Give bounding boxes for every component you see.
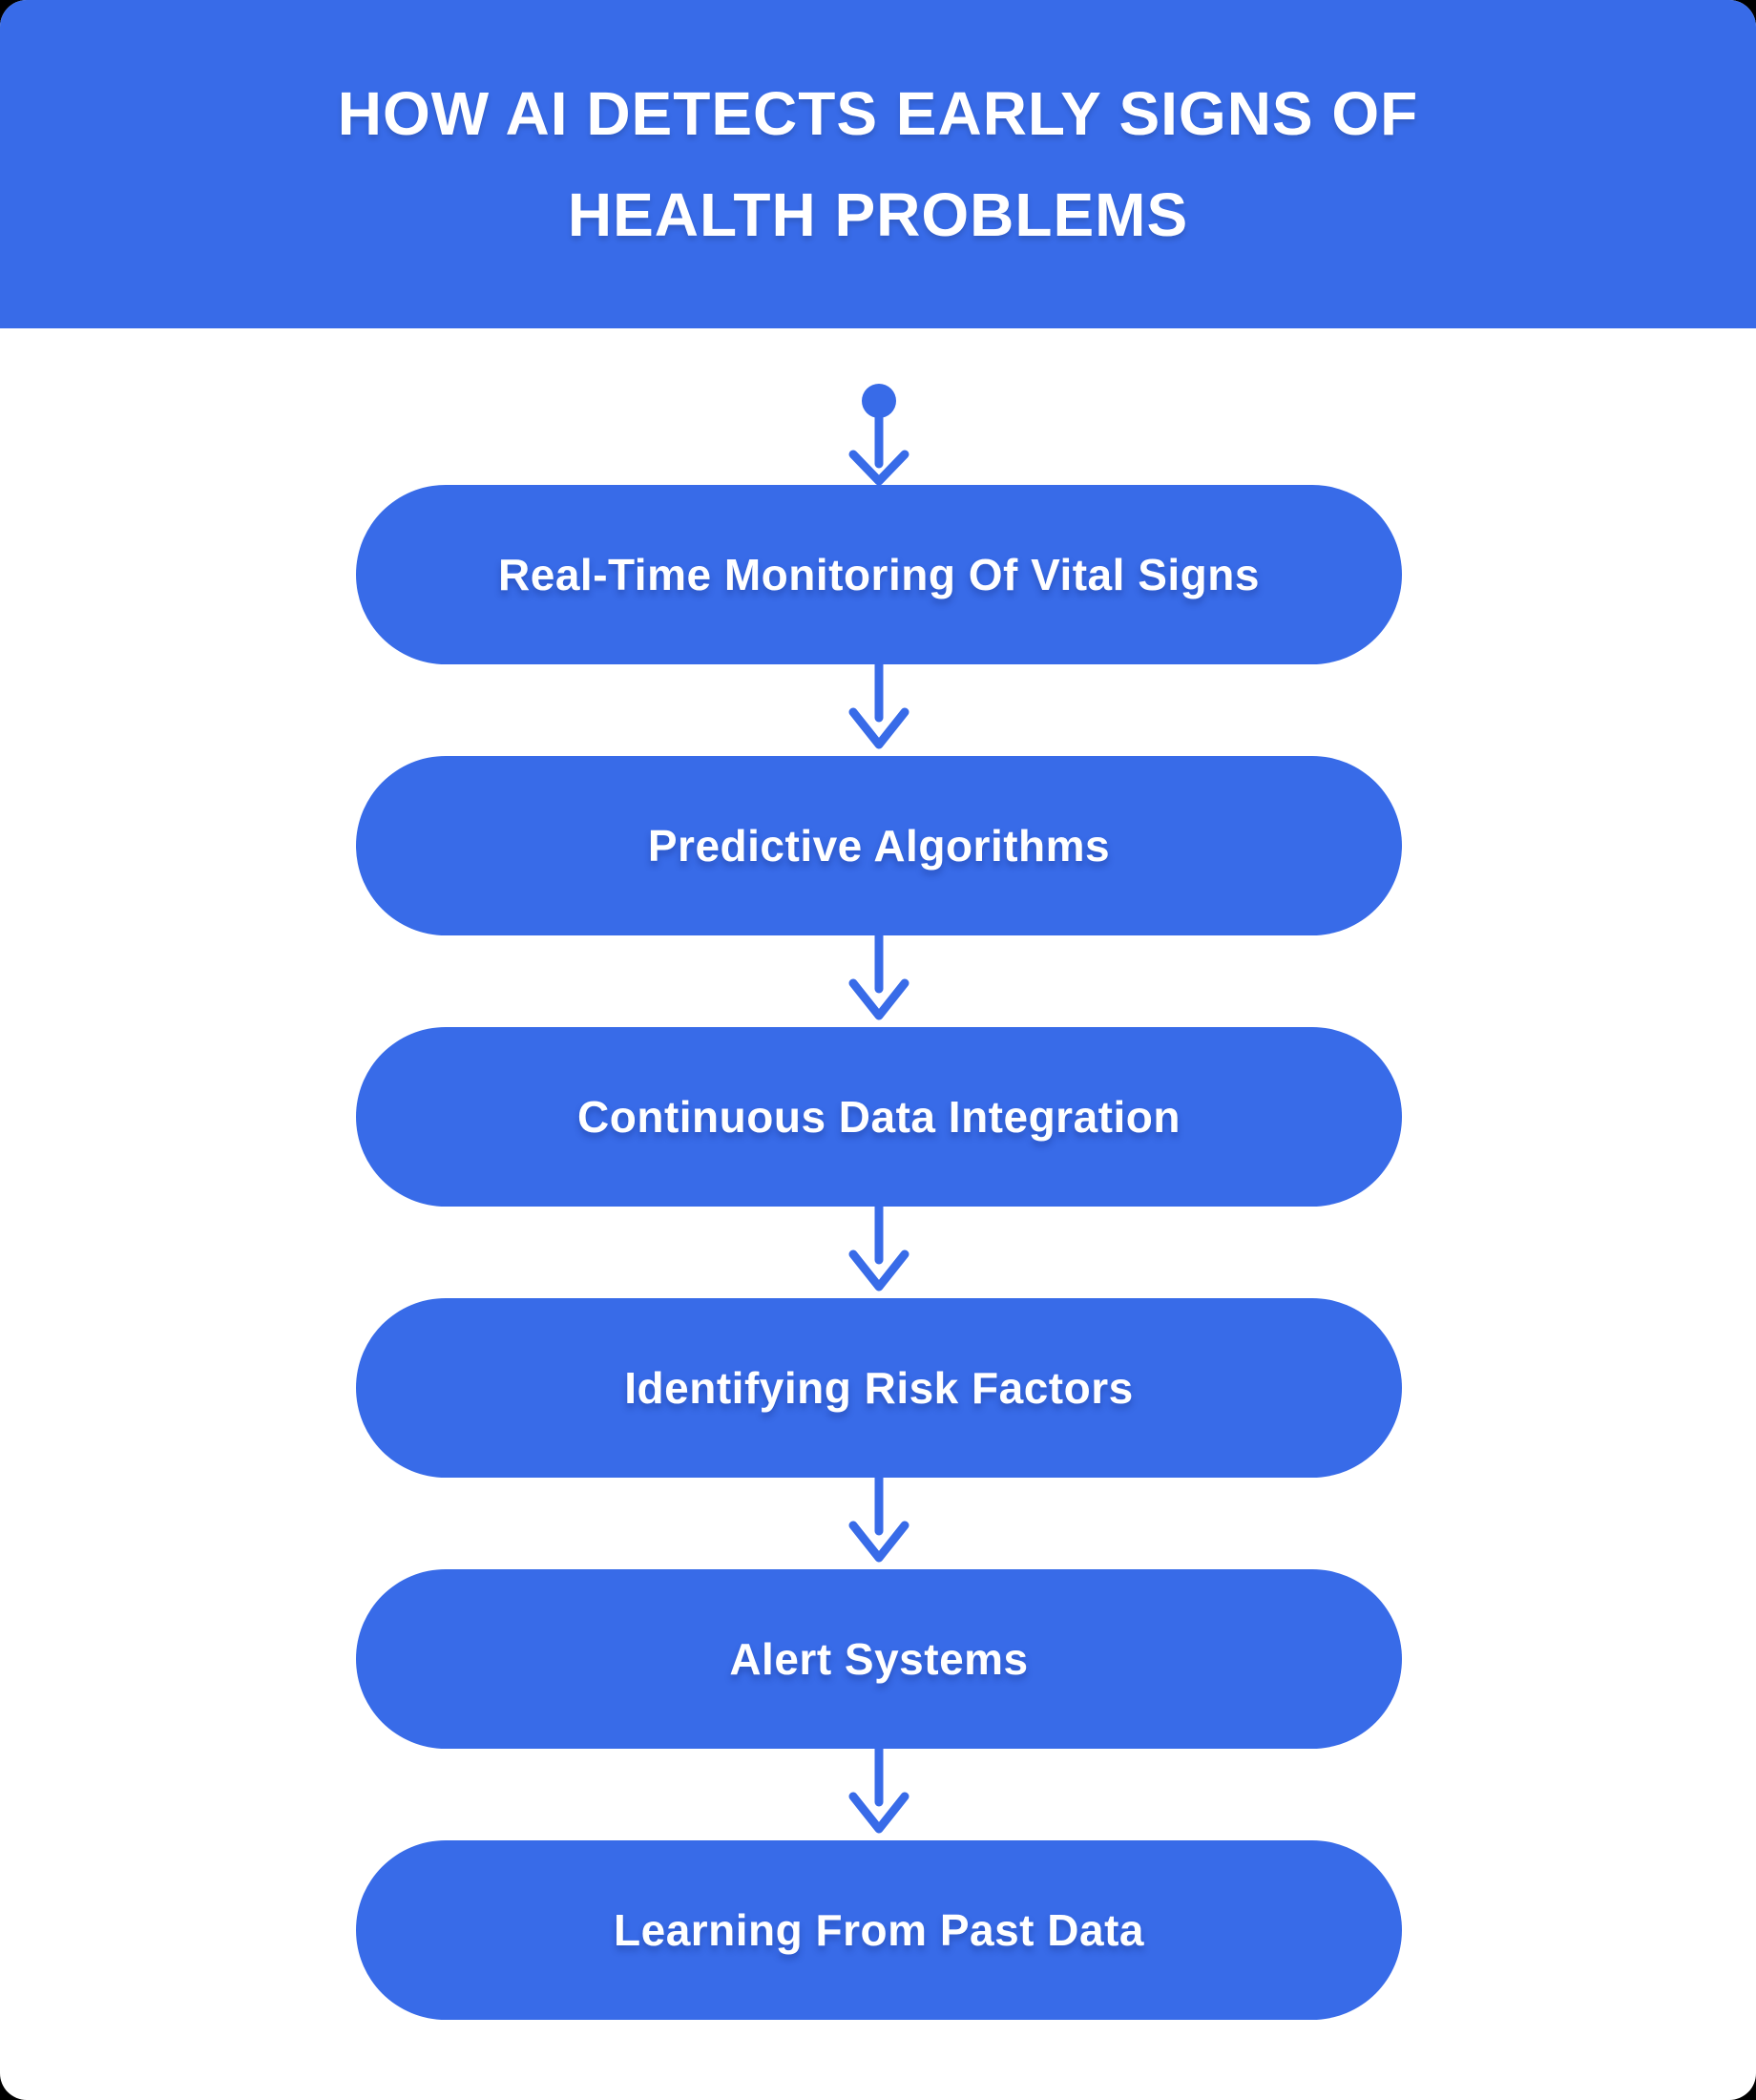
- flow-step-identifying-risk-factors: Identifying Risk Factors: [356, 1298, 1402, 1478]
- arrow-down-icon: [848, 1744, 909, 1834]
- flow-start-arrow-icon: [848, 384, 909, 486]
- arrow-down-icon: [848, 660, 909, 749]
- flow-step-label: Alert Systems: [729, 1634, 1029, 1684]
- header-banner: HOW AI DETECTS EARLY SIGNS OF HEALTH PRO…: [0, 0, 1756, 328]
- flow-step-alert-systems: Alert Systems: [356, 1569, 1402, 1749]
- flow-step-learning-from-past-data: Learning From Past Data: [356, 1840, 1402, 2020]
- flow-step-label: Predictive Algorithms: [647, 821, 1111, 871]
- flow-step-label: Identifying Risk Factors: [624, 1363, 1134, 1413]
- flow-step-label: Learning From Past Data: [614, 1905, 1144, 1955]
- arrow-down-icon: [848, 1202, 909, 1292]
- arrow-down-icon: [848, 931, 909, 1020]
- flow-step-real-time-monitoring: Real-Time Monitoring Of Vital Signs: [356, 485, 1402, 664]
- page-title-line-2: HEALTH PROBLEMS: [567, 180, 1189, 249]
- page-title-line-1: HOW AI DETECTS EARLY SIGNS OF: [337, 79, 1419, 148]
- flow-step-label: Real-Time Monitoring Of Vital Signs: [498, 550, 1260, 599]
- arrow-down-icon: [848, 1473, 909, 1563]
- flow-step-label: Continuous Data Integration: [577, 1092, 1181, 1142]
- flow-step-predictive-algorithms: Predictive Algorithms: [356, 756, 1402, 935]
- flow-step-continuous-data-integration: Continuous Data Integration: [356, 1027, 1402, 1207]
